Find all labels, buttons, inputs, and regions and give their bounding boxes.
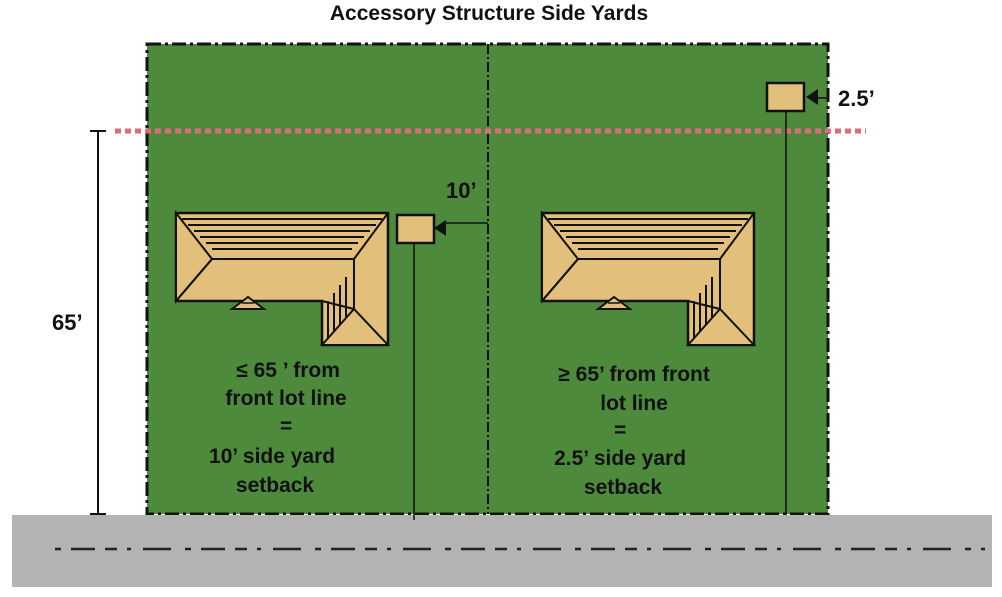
left-lot-caption: ≤ 65 ’ from front lot line = 10’ side ya… xyxy=(209,359,353,497)
right-caption-line: ≥ 65’ from front xyxy=(558,363,710,386)
left-setback-arrow xyxy=(434,220,446,236)
diagram-title: Accessory Structure Side Yards xyxy=(330,2,648,25)
left-caption-line: 10’ side yard xyxy=(209,445,335,468)
left-setback-label: 10’ xyxy=(446,178,477,203)
left-caption-line: setback xyxy=(236,474,315,497)
right-lot-caption: ≥ 65’ from front lot line = 2.5’ side ya… xyxy=(554,363,716,499)
right-setback-label: 2.5’ xyxy=(838,86,875,111)
right-caption-line: 2.5’ side yard xyxy=(554,447,686,470)
left-caption-line: ≤ 65 ’ from xyxy=(236,359,340,382)
left-caption-line: = xyxy=(280,415,292,438)
road xyxy=(12,515,992,587)
left-caption-line: front lot line xyxy=(225,387,346,410)
left-accessory-shed xyxy=(395,213,436,245)
right-setback-arrow xyxy=(806,89,818,105)
right-caption-line: = xyxy=(614,419,626,442)
depth-label: 65’ xyxy=(52,310,83,335)
right-accessory-shed xyxy=(765,81,806,113)
right-caption-line: lot line xyxy=(600,392,668,415)
right-caption-line: setback xyxy=(584,476,663,499)
